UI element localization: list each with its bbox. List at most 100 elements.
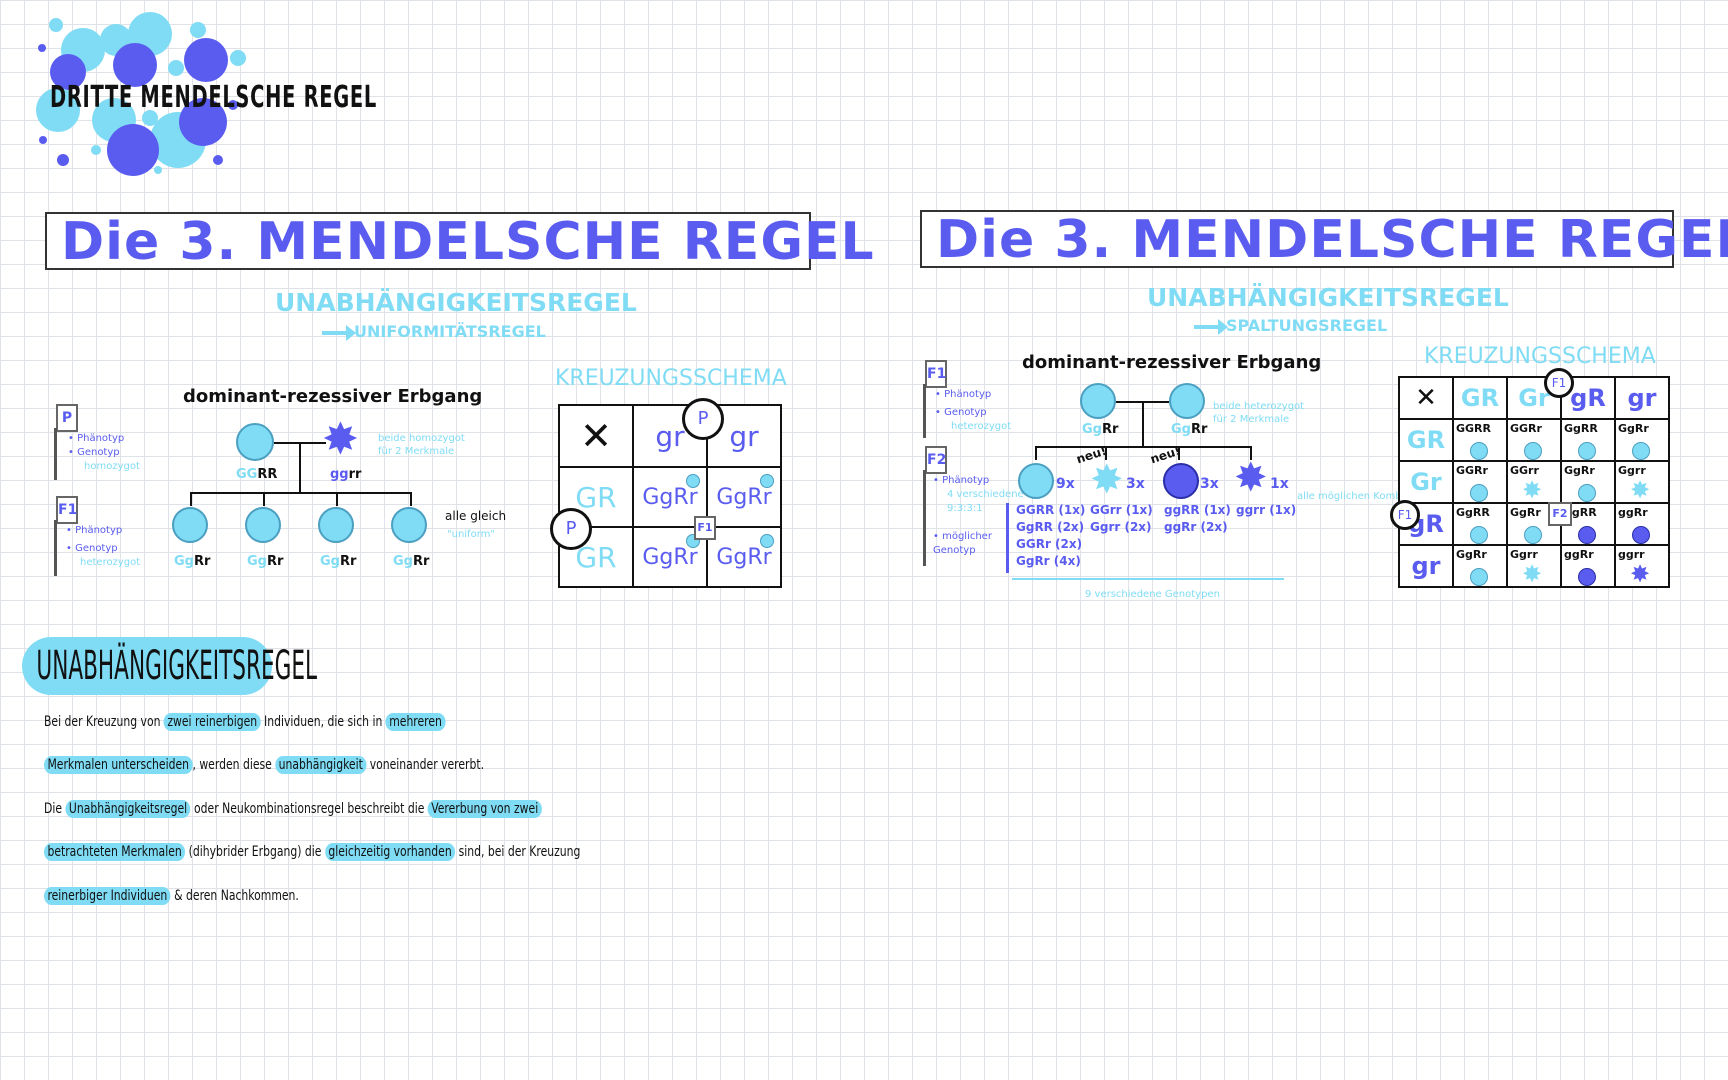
f1-item-genotype: • Genotyp [935, 407, 987, 418]
cell-genotype: GGrr [1510, 464, 1539, 477]
f1-list: • Phänotyp • Genotyp heterozygot [66, 524, 140, 570]
definition-line-3: Die Unabhängigkeitsregel oder Neukombina… [44, 800, 542, 818]
seed-icon [1632, 442, 1650, 460]
children-line [190, 492, 412, 494]
child-ball [391, 507, 427, 543]
child-genotype: GgRr [247, 554, 284, 569]
definition-heading-pill: UNABHÄNGIGKEITSREGEL [22, 637, 318, 695]
right-f1-list: • Phänotyp • Genotyp heterozygot [935, 388, 1011, 434]
cross-icon: ✕ [1415, 383, 1437, 413]
child-ball [172, 507, 208, 543]
descent-line [299, 442, 301, 494]
f1-item-genotype: • Genotyp [66, 543, 118, 554]
genotype-bracket [1006, 503, 1009, 573]
seed-icon [1524, 442, 1542, 460]
child-genotype: GgRr [174, 554, 211, 569]
combo-note: alle möglichen Kombinationen [1297, 491, 1449, 502]
f2-ratio: 9:3:3:1 [947, 503, 983, 514]
genotypes-group1: GGRR (1x)GgRR (2x)GGRr (2x)GgRr (4x) [1016, 503, 1086, 568]
cell-genotype: GgRr [1510, 506, 1541, 519]
definition-line-5: reinerbiger Individuen & deren Nachkomme… [44, 887, 299, 905]
definition-line-2: Merkmalen unterscheiden, werden diese un… [44, 756, 484, 774]
right-subtitle: UNABHÄNGIGKEITSREGEL [1147, 283, 1509, 312]
col-header: gr [655, 419, 685, 453]
f2-item-phenotype: • Phänotyp [933, 475, 990, 486]
seed-icon [1578, 442, 1596, 460]
f1-marker-circle: F1 [1544, 368, 1574, 398]
offspring-round-yellow [1018, 463, 1054, 499]
offspring-wrinkled-yellow: ✸ [1090, 457, 1124, 503]
cross-icon: ✕ [580, 414, 612, 458]
f1-item-phenotype: • Phänotyp [935, 389, 992, 400]
genotypes-group2: GGrr (1x)Ggrr (2x) [1090, 503, 1153, 534]
offspring-wrinkled-green: ✸ [1234, 455, 1268, 501]
right-kreuzungsschema-label: KREUZUNGSSCHEMA [1424, 344, 1656, 369]
arrow-right-icon [1194, 318, 1228, 335]
wrinkled-seed-icon: ✸ [1522, 560, 1543, 588]
parent-ball [1080, 383, 1116, 419]
seed-icon [1470, 484, 1488, 502]
f1-label: F1 [56, 496, 78, 524]
col-header: GR [1460, 384, 1500, 412]
cell-genotype: GgRR [1456, 506, 1490, 519]
parent1-ball [236, 423, 274, 461]
offspring-cell: GgRr [642, 484, 698, 510]
f1-bracket [54, 520, 57, 576]
f2-bracket [923, 470, 926, 566]
child-genotype: GgRr [393, 554, 430, 569]
p-label: P [56, 404, 78, 432]
arrow-right-icon [322, 324, 356, 341]
seed-icon [760, 534, 774, 548]
wrinkled-seed-icon: ✸ [1522, 476, 1543, 504]
right-erbgang-label: dominant-rezessiver Erbgang [1022, 352, 1322, 373]
left-subtitle2: UNIFORMITÄTSREGEL [322, 322, 546, 341]
seed-icon [686, 474, 700, 488]
bubble-decoration [36, 12, 246, 176]
parent2-genotype: ggrr [330, 467, 362, 482]
seed-icon [760, 474, 774, 488]
definition-line-4: betrachteten Merkmalen (dihybrider Erbga… [44, 843, 580, 861]
child-ball [245, 507, 281, 543]
row-header: Gr [1410, 468, 1442, 496]
p-marker-circle: P [682, 398, 724, 440]
left-punnett-square: ✕ gr gr GR GgRr GgRr GR GgRr GgRr [558, 404, 782, 588]
cell-genotype: GGRr [1456, 464, 1488, 477]
left-kreuzungsschema-label: KREUZUNGSSCHEMA [555, 366, 787, 391]
right-title-box: Die 3. MENDELSCHE REGEL [920, 210, 1728, 268]
left-title-box: Die 3. MENDELSCHE REGEL [45, 212, 874, 270]
descent-line [1142, 401, 1144, 447]
wrinkled-green-seed-icon: ✸ [1630, 560, 1651, 588]
children-line [1035, 446, 1251, 448]
parent-genotype: GgRr [1171, 422, 1208, 437]
genotypes-group3: ggRR (1x)ggRr (2x) [1164, 503, 1231, 534]
f1-note: heterozygot [951, 421, 1012, 432]
definition-heading: UNABHÄNGIGKEITSREGEL [36, 643, 318, 689]
p-bracket [54, 428, 57, 480]
f1-marker: F1 [694, 516, 716, 540]
green-seed-icon [1578, 526, 1596, 544]
col-header: gr [1627, 384, 1657, 412]
count-1x: 1x [1270, 476, 1289, 492]
p-note: homozygot [84, 461, 140, 472]
seed-icon [1524, 526, 1542, 544]
offspring-round-green [1163, 463, 1199, 499]
row-header: GR [1406, 426, 1446, 454]
right-f2-list: • Phänotyp 4 verschiedene 9:3:3:1 • mögl… [933, 474, 1024, 558]
f2-note: 4 verschiedene [947, 489, 1024, 500]
f1-item-phenotype: • Phänotyp [66, 525, 123, 536]
green-seed-icon [1632, 526, 1650, 544]
seed-icon [1578, 484, 1596, 502]
f1-note: heterozygot [80, 557, 141, 568]
f1-bracket [923, 384, 926, 438]
p-item-genotype: • Genotyp [68, 447, 120, 458]
cell-genotype: GgRr [1618, 422, 1649, 435]
count-3x: 3x [1126, 476, 1145, 492]
f2-label: F2 [925, 446, 947, 474]
offspring-cell: GgRr [716, 544, 772, 570]
col-header: gR [1570, 384, 1606, 412]
cell-genotype: ggRR [1564, 506, 1597, 519]
seed-icon [1470, 526, 1488, 544]
cell-genotype: Ggrr [1510, 548, 1538, 561]
cell-genotype: GgRR [1564, 422, 1598, 435]
child-ball [318, 507, 354, 543]
